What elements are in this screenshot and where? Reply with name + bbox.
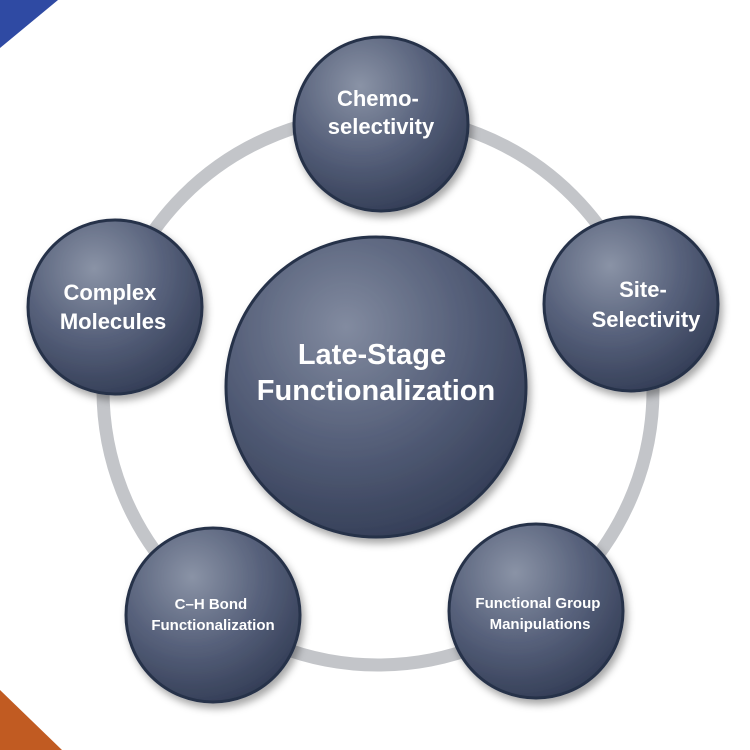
node-chemoselectivity: [292, 35, 470, 213]
center-label: Late-Stage Functionalization: [257, 339, 495, 407]
node-site-selectivity: [542, 215, 720, 393]
node-complex-molecules-line-2: Molecules: [60, 309, 166, 334]
node-site-selectivity-line-1: Site-: [619, 277, 667, 302]
node-ch-bond-functionalization-line-2: Functionalization: [151, 617, 274, 634]
node-functional-group-manipulations: [447, 522, 625, 700]
corner-decoration-top: [0, 0, 58, 48]
node-complex-molecules-line-1: Complex: [63, 280, 157, 305]
node-ch-bond-functionalization-label: C–H Bond Functionalization: [151, 596, 274, 634]
node-complex-molecules-label: Complex Molecules: [60, 280, 166, 334]
node-chemoselectivity-line-2: selectivity: [328, 114, 435, 139]
center-label-line-2: Functionalization: [257, 375, 495, 407]
center-node: [224, 235, 528, 539]
corner-decoration-bottom: [0, 690, 62, 750]
node-functional-group-manipulations-line-2: Manipulations: [490, 616, 591, 633]
node-complex-molecules: [26, 218, 204, 396]
node-functional-group-manipulations-label: Functional Group Manipulations: [475, 595, 604, 633]
node-functional-group-manipulations-line-1: Functional Group: [475, 595, 600, 612]
node-site-selectivity-label: Site- Selectivity: [592, 277, 702, 332]
node-chemoselectivity-line-1: Chemo-: [337, 86, 419, 111]
node-ch-bond-functionalization-line-1: C–H Bond: [175, 596, 248, 613]
node-site-selectivity-line-2: Selectivity: [592, 307, 702, 332]
node-chemoselectivity-label: Chemo- selectivity: [328, 86, 435, 139]
center-label-line-1: Late-Stage: [298, 339, 446, 371]
node-ch-bond-functionalization: [124, 526, 302, 704]
